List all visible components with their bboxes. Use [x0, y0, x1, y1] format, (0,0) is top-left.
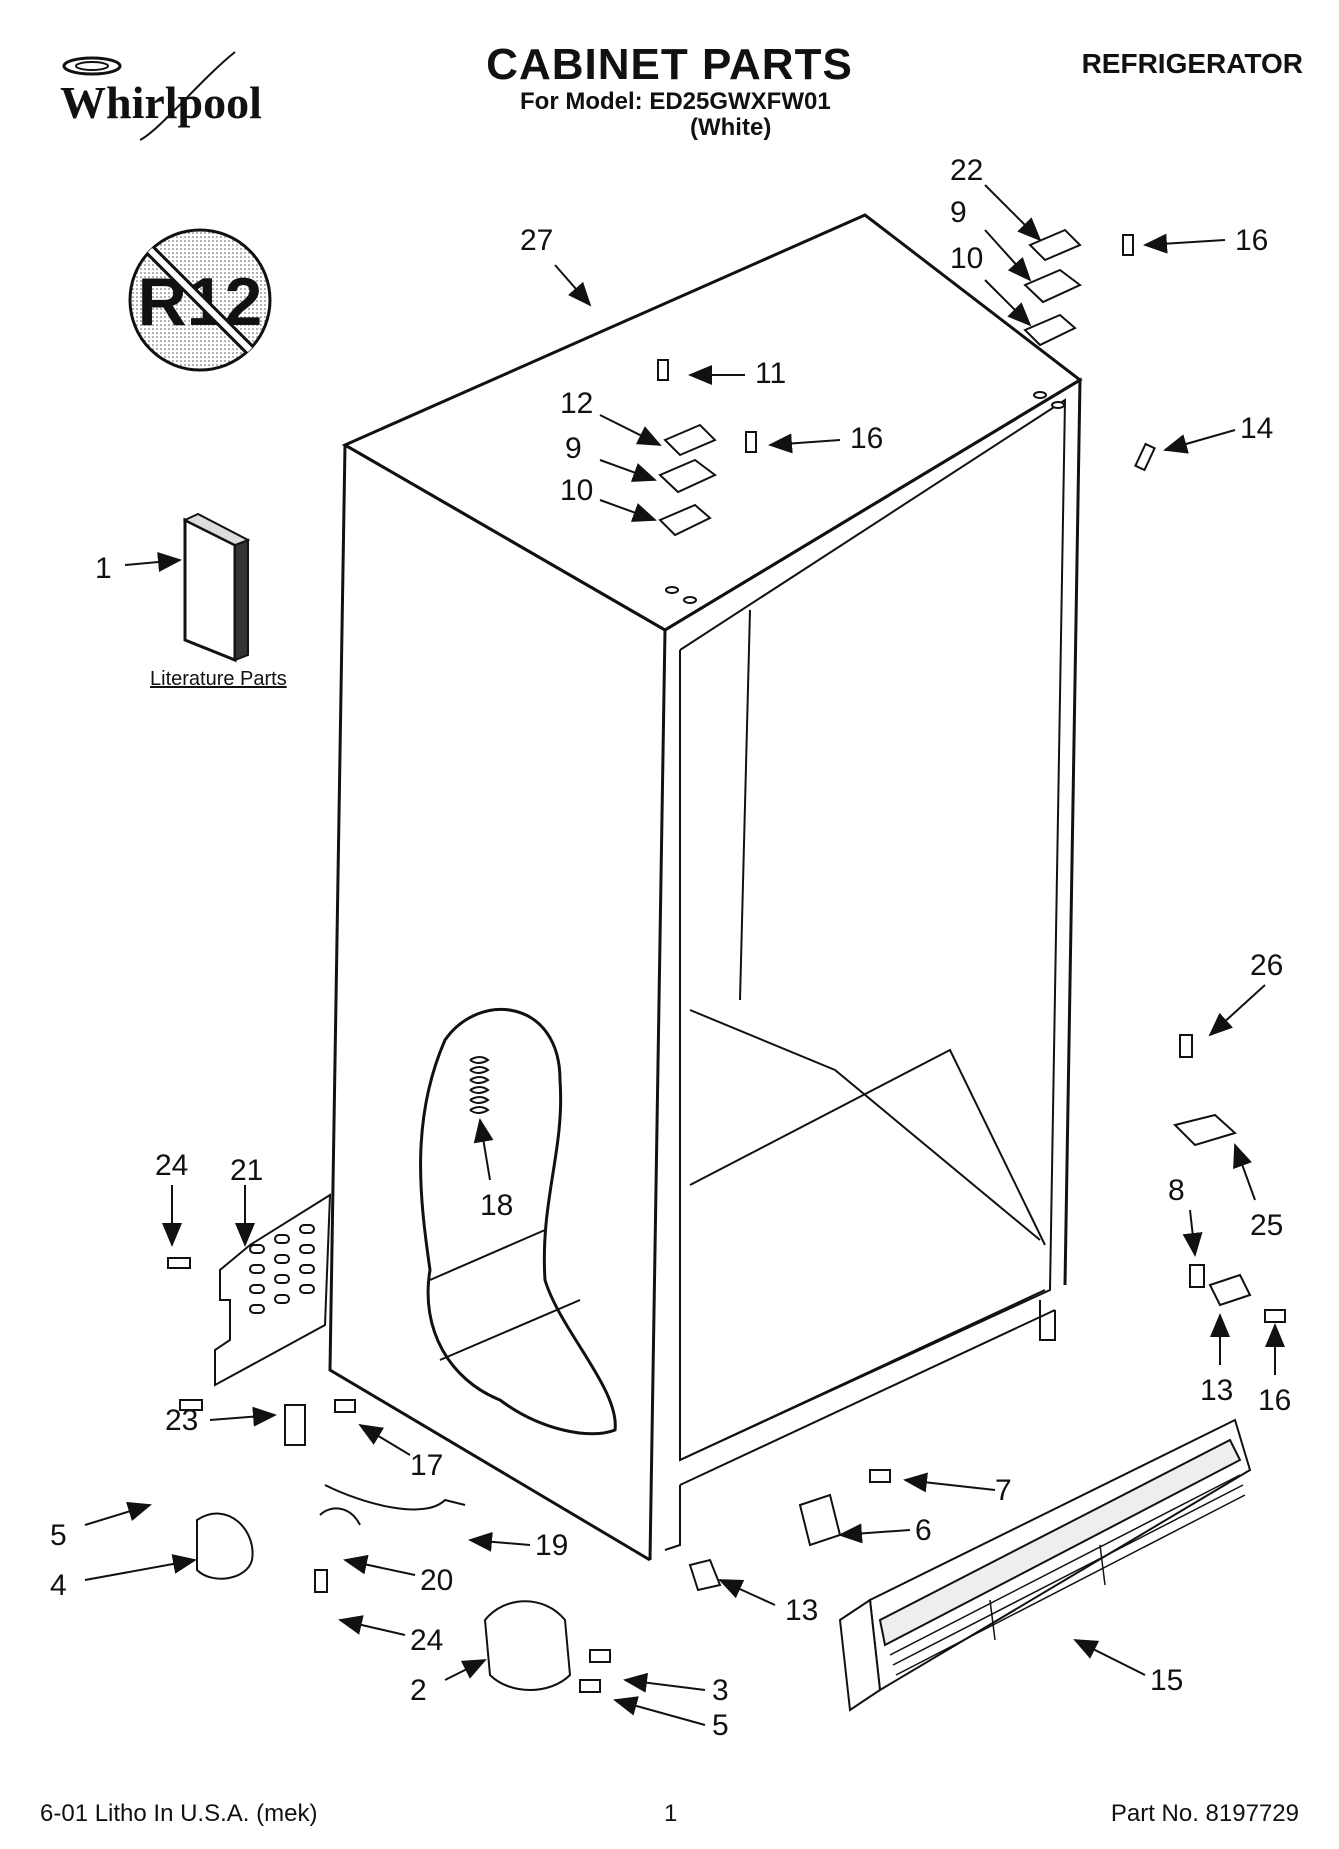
callout-19: 19 — [535, 1529, 568, 1562]
callout-16: 16 — [1235, 224, 1268, 257]
small-hardware — [167, 1034, 1286, 1693]
page-title: CABINET PARTS — [486, 40, 853, 89]
callout-27: 27 — [520, 224, 553, 257]
callout-3: 3 — [712, 1674, 729, 1707]
refrigerator-cabinet — [328, 213, 1083, 1562]
callout-17: 17 — [410, 1449, 443, 1482]
callout-16: 16 — [850, 422, 883, 455]
callout-10: 10 — [950, 242, 983, 275]
toe-grille — [838, 1418, 1252, 1712]
callout-5: 5 — [712, 1709, 729, 1742]
callout-15: 15 — [1150, 1664, 1183, 1697]
callout-10: 10 — [560, 474, 593, 507]
callout-14: 14 — [1240, 412, 1273, 445]
callout-13: 13 — [785, 1594, 818, 1627]
callout-12: 12 — [560, 387, 593, 420]
callout-21: 21 — [230, 1154, 263, 1187]
literature-parts-label: Literature Parts — [150, 668, 287, 690]
callout-4: 4 — [50, 1569, 67, 1602]
callout-2: 2 — [410, 1674, 427, 1707]
callout-20: 20 — [420, 1564, 453, 1597]
whirlpool-logo: Whirlpool — [30, 40, 290, 150]
literature-parts-book: Literature Parts — [150, 512, 287, 690]
part-number: Part No. 8197729 — [1110, 1800, 1299, 1827]
model-color: (White) — [690, 114, 772, 141]
callout-24: 24 — [410, 1624, 443, 1657]
product-type: REFRIGERATOR — [1081, 48, 1303, 79]
callout-5: 5 — [50, 1519, 67, 1552]
callout-13: 13 — [1200, 1374, 1233, 1407]
page-number: 1 — [664, 1800, 678, 1827]
callout-18: 18 — [480, 1189, 513, 1222]
rear-access-panel — [214, 1193, 332, 1387]
print-info: 6-01 Litho In U.S.A. (mek) — [40, 1800, 318, 1827]
callout-22: 22 — [950, 154, 983, 187]
callout-6: 6 — [915, 1514, 932, 1547]
callout-9: 9 — [950, 196, 967, 229]
model-number: For Model: ED25GWXFW01 — [520, 88, 831, 115]
top-right-hinge-assembly — [1023, 228, 1156, 472]
brand-logo-text: Whirlpool — [60, 77, 262, 128]
leader-arrows — [84, 184, 1285, 1726]
callout-8: 8 — [1168, 1174, 1185, 1207]
callout-11: 11 — [755, 357, 786, 390]
callout-16: 16 — [1258, 1384, 1291, 1417]
no-r12-badge: R12 — [128, 228, 272, 372]
callout-9: 9 — [565, 432, 582, 465]
callout-1: 1 — [95, 552, 112, 585]
callout-23: 23 — [165, 1404, 198, 1437]
callout-labels: 27 22 9 10 16 11 12 16 9 10 14 1 26 8 25… — [50, 154, 1291, 1742]
top-left-hinge-assembly — [657, 359, 757, 604]
callout-24: 24 — [155, 1149, 188, 1182]
callout-25: 25 — [1250, 1209, 1283, 1242]
callout-26: 26 — [1250, 949, 1283, 982]
callout-7: 7 — [995, 1474, 1012, 1507]
